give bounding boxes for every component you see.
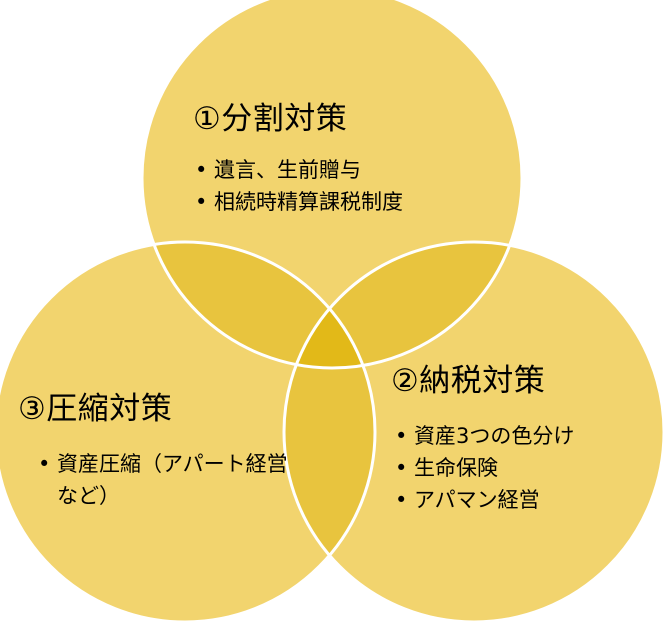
- circle-top-title: ①分割対策: [193, 101, 348, 137]
- list-item: •相続時精算課税制度: [195, 186, 403, 218]
- bullet-icon: •: [195, 158, 208, 182]
- list-item: •生命保険: [395, 452, 574, 484]
- bullet-icon: •: [395, 424, 408, 448]
- list-item-label: アパマン経営: [414, 488, 540, 512]
- list-item: •資産圧縮（アパート経営など）: [38, 448, 289, 512]
- list-item: •資産3つの色分け: [395, 420, 574, 452]
- circle-top-content: ①分割対策 •遺言、生前贈与 •相続時精算課税制度: [193, 100, 403, 218]
- bullet-icon: •: [195, 190, 208, 214]
- circle-right-outline: [282, 240, 663, 624]
- list-item-label: 相続時精算課税制度: [214, 190, 403, 214]
- circle-right-content: ②納税対策 •資産3つの色分け •生命保険 •アパマン経営: [391, 362, 574, 516]
- circle-right-list: •資産3つの色分け •生命保険 •アパマン経営: [395, 420, 574, 516]
- circle-left-title: ③圧縮対策: [18, 391, 173, 427]
- bullet-icon: •: [395, 488, 408, 512]
- overlap-top-left: [142, 242, 375, 368]
- circle-top-list: •遺言、生前贈与 •相続時精算課税制度: [195, 154, 403, 218]
- list-item-label: 資産3つの色分け: [414, 424, 575, 448]
- list-item-label: 生命保険: [414, 456, 498, 480]
- list-item: •アパマン経営: [395, 484, 574, 516]
- list-item-label: 資産圧縮（アパート経営など）: [57, 452, 288, 508]
- circle-right-title: ②納税対策: [391, 363, 546, 399]
- circle-left-content: ③圧縮対策 •資産圧縮（アパート経営など）: [18, 390, 289, 512]
- overlap-top-right: [284, 242, 522, 368]
- bullet-icon: •: [38, 452, 51, 476]
- list-item: •遺言、生前贈与: [195, 154, 403, 186]
- circle-left-list: •資産圧縮（アパート経営など）: [38, 448, 289, 512]
- circle-top-outline: [140, 0, 524, 370]
- circle-left-outline: [0, 240, 377, 624]
- bullet-icon: •: [395, 456, 408, 480]
- list-item-label: 遺言、生前贈与: [214, 158, 361, 182]
